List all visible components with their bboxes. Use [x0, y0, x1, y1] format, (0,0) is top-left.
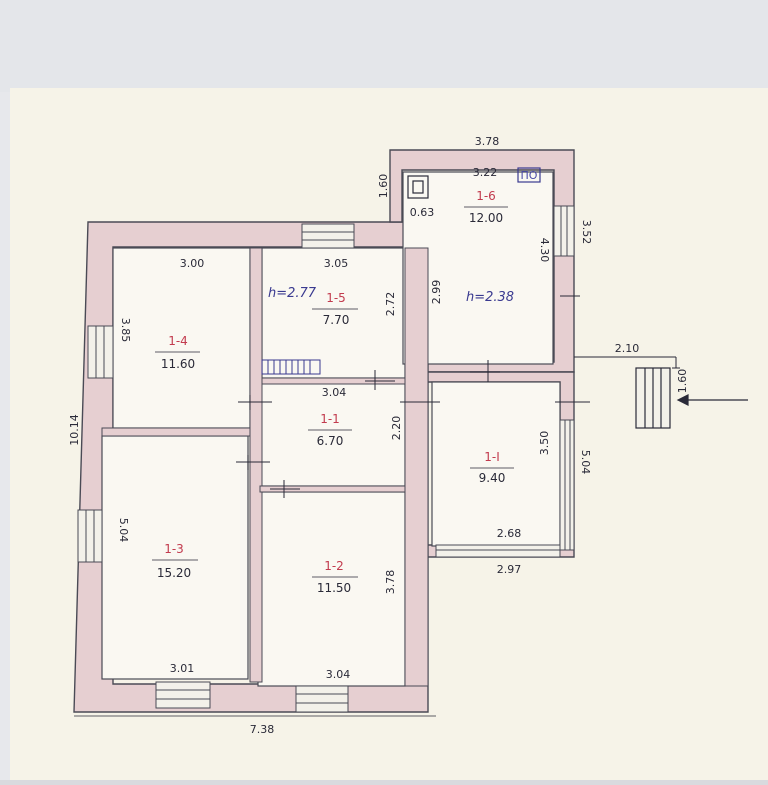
gas-box-label: ПО: [521, 169, 538, 182]
background-top: [0, 0, 768, 92]
room-interiors: [101, 171, 561, 687]
radiator: [261, 359, 321, 375]
window-bottom-porch: [435, 544, 561, 558]
stove-icon: [407, 175, 429, 199]
room-id-1-4: 1-4: [168, 334, 188, 348]
dim-room14-width: 3.00: [180, 257, 205, 270]
dim-room13-height: 5.04: [117, 518, 130, 543]
windows: [77, 205, 575, 713]
window-bottom-12: [295, 685, 349, 713]
dim-room12-bottom: 3.04: [326, 668, 351, 681]
room-labels: 1-4 11.60 1-5 7.70 1-1 6.70 1-3 15.20 1-…: [152, 189, 514, 595]
gas-box: ПО: [517, 167, 541, 183]
window-right-porch: [559, 419, 575, 551]
dim-room12-height: 3.78: [384, 570, 397, 595]
room-id-1-6: 1-6: [476, 189, 496, 203]
dim-porch-outer-width: 2.97: [497, 563, 522, 576]
dim-porch-height: 3.50: [538, 431, 551, 456]
room-id-1-I: 1-I: [484, 450, 500, 464]
partition-vertical-left: [249, 247, 263, 683]
room-area-1-1: 6.70: [317, 434, 344, 448]
room-1-4: [112, 247, 251, 429]
room-1-I: [431, 381, 561, 547]
dimension-labels: 7.38 10.14 3.78 3.22 1.60 0.63 3.52 4.30…: [68, 135, 689, 736]
dim-room14-height: 3.85: [119, 318, 132, 343]
room-1-2: [257, 491, 406, 687]
dim-annex-right: 3.52: [580, 220, 593, 245]
room-id-1-3: 1-3: [164, 542, 184, 556]
room-id-1-5: 1-5: [326, 291, 346, 305]
dim-room11-height: 2.20: [390, 416, 403, 441]
dim-annex-offset: 0.63: [410, 206, 435, 219]
partitions: [101, 247, 429, 687]
room-id-1-2: 1-2: [324, 559, 344, 573]
dim-annex-side: 1.60: [377, 174, 390, 199]
window-left-14: [87, 325, 114, 379]
dim-porch-outer-height: 5.04: [579, 450, 592, 475]
steps-dimension-lines: [574, 356, 680, 369]
height-room-1-5: h=2.77: [268, 286, 317, 301]
entrance-steps: [635, 367, 671, 429]
partition-14-13: [101, 427, 251, 437]
dim-room15-height: 2.72: [384, 292, 397, 317]
window-top-15: [301, 223, 355, 249]
dim-room13-bottom: 3.01: [170, 662, 195, 675]
door-marks: [236, 295, 590, 498]
dim-room16-left: 2.99: [430, 280, 443, 305]
dim-steps-offset: 2.10: [615, 342, 640, 355]
room-area-1-4: 11.60: [161, 357, 195, 371]
dim-annex-width: 3.78: [475, 135, 500, 148]
dim-room16-height: 4.30: [538, 238, 551, 263]
entrance-arrow: [676, 394, 748, 406]
room-area-1-I: 9.40: [479, 471, 506, 485]
height-room-1-6: h=2.38: [466, 290, 514, 305]
dim-left-height: 10.14: [68, 414, 81, 446]
room-area-1-3: 15.20: [157, 566, 191, 580]
room-1-5: [261, 247, 406, 379]
room-area-1-2: 11.50: [317, 581, 351, 595]
room-area-1-6: 12.00: [469, 211, 503, 225]
dim-total-width: 7.38: [250, 723, 275, 736]
window-left-13: [77, 509, 103, 563]
background-bottom: [0, 780, 768, 785]
room-area-1-5: 7.70: [323, 313, 350, 327]
dim-room15-width: 3.05: [324, 257, 349, 270]
room-1-3: [101, 435, 249, 680]
partition-vertical-right: [404, 247, 429, 687]
window-bottom-13: [155, 681, 211, 709]
dim-porch-inner-width: 2.68: [497, 527, 522, 540]
dim-room11-width: 3.04: [322, 386, 347, 399]
room-id-1-1: 1-1: [320, 412, 340, 426]
window-right-16: [553, 205, 575, 257]
dim-annex-inner-width: 3.22: [473, 166, 498, 179]
dim-steps-height: 1.60: [676, 369, 689, 394]
